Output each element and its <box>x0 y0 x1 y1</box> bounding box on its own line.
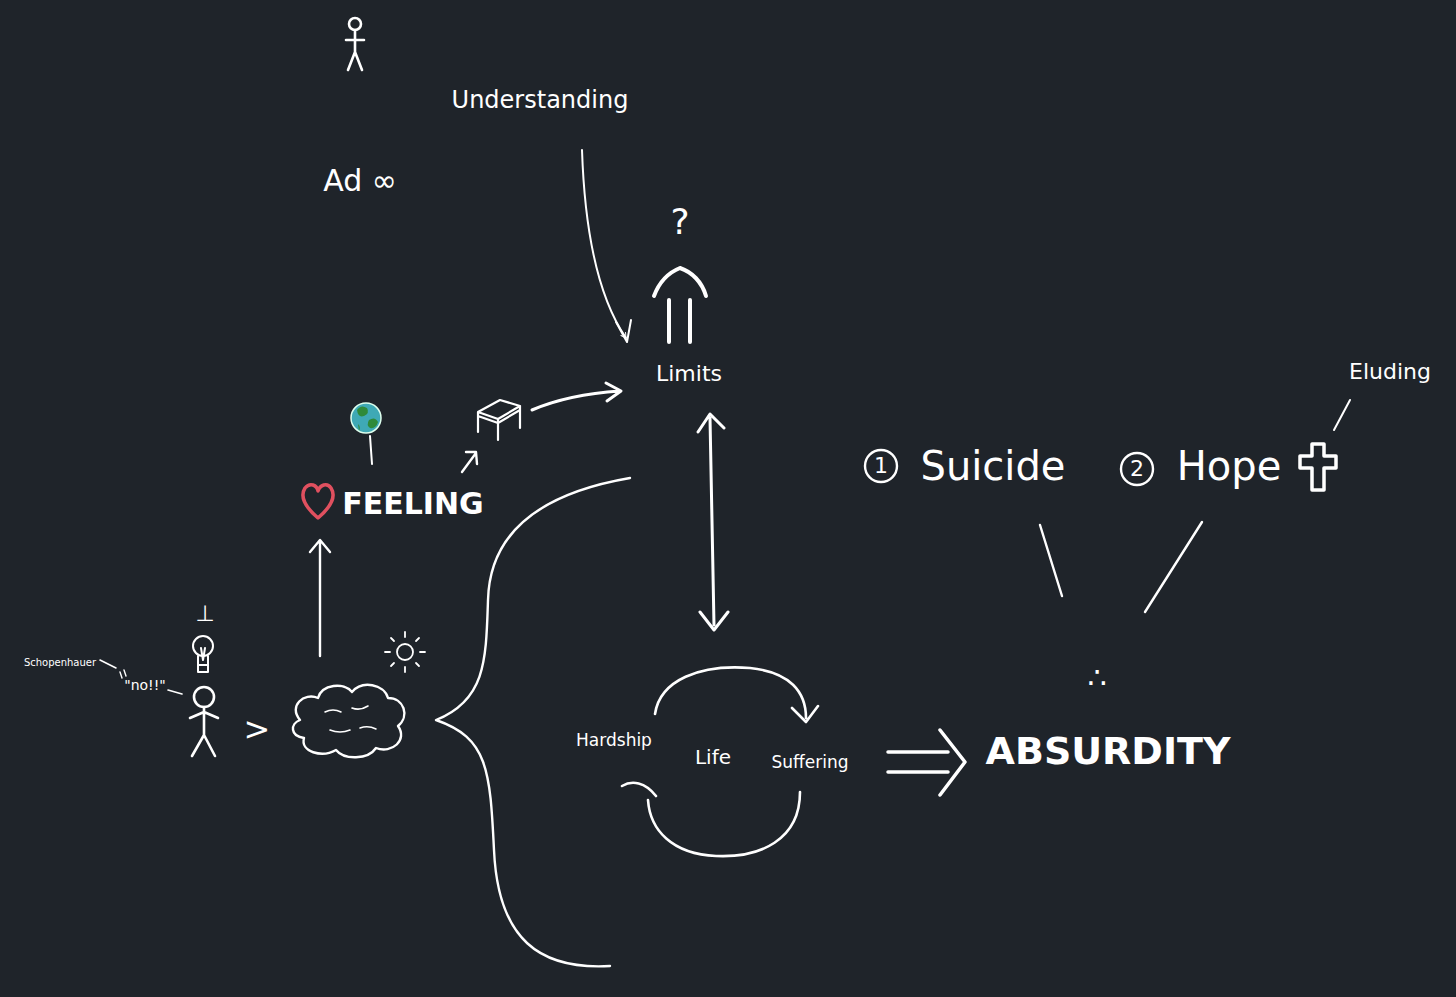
stick-figure <box>190 687 218 756</box>
double-arrow <box>698 414 728 630</box>
concept-label: FEELING <box>342 486 484 521</box>
concept-label: Understanding <box>452 86 629 114</box>
implies-arrow <box>888 730 965 795</box>
name-label: Schopenhauer <box>24 657 96 668</box>
label-holder: ∴ <box>1087 661 1106 694</box>
number-circle: 2 <box>1119 451 1155 487</box>
question-mark: ? <box>670 201 689 242</box>
label-holder: ⊥ <box>195 602 214 626</box>
circle-outline <box>1121 453 1153 485</box>
therefore-sign: ∴ <box>1087 660 1106 695</box>
quote-label: "no!!" <box>124 677 166 693</box>
cycle-arrow <box>622 783 800 856</box>
cycle-label: Suffering <box>771 752 848 772</box>
label-holder: ? <box>670 202 689 242</box>
sun <box>385 632 425 672</box>
callout-number: 1 <box>874 454 888 478</box>
annotation-label: Eluding <box>1349 359 1431 384</box>
label-holder: Suicide <box>921 444 1066 488</box>
table-arrow <box>532 383 621 410</box>
label-holder: Eluding <box>1349 360 1431 384</box>
number-circle: 1 <box>863 448 899 484</box>
label-holder: FEELING <box>342 487 484 520</box>
label-holder: Understanding <box>452 87 629 113</box>
callout-number: 2 <box>1130 457 1144 481</box>
therefore-lines <box>1040 522 1202 612</box>
label-holder: Limits <box>656 362 722 386</box>
label-holder: Schopenhauer <box>24 651 96 670</box>
brace <box>436 478 630 966</box>
label-holder: ABSURDITY <box>986 731 1231 773</box>
comparison-sign: > <box>244 710 271 748</box>
up-arrow <box>654 268 706 342</box>
label-holder: Suffering <box>771 753 848 772</box>
understanding-arrow <box>582 150 626 338</box>
circle-outline <box>865 450 897 482</box>
label-holder: > <box>244 712 271 747</box>
symbol-label: ⊥ <box>195 601 214 626</box>
light-bulb <box>193 636 213 672</box>
table-icon <box>478 400 520 440</box>
label-holder: "no!!" <box>124 675 166 694</box>
cloud <box>293 685 404 757</box>
label-holder: Hope <box>1177 444 1282 488</box>
cycle-label: Life <box>695 745 731 769</box>
cross <box>1300 444 1336 490</box>
option-label: Hope <box>1177 443 1282 489</box>
cycle-arrow <box>655 667 818 722</box>
concept-label: Limits <box>656 361 722 386</box>
globe-icon <box>351 403 381 464</box>
arrow-head <box>616 320 631 342</box>
conclusion-label: ABSURDITY <box>986 729 1231 773</box>
cloud-squiggle <box>325 706 376 732</box>
label-holder: Ad ∞ <box>323 164 397 197</box>
cloud-arrow <box>310 540 330 656</box>
label-holder: Life <box>695 746 731 768</box>
stick-figure <box>346 18 364 70</box>
option-label: Suicide <box>921 443 1066 489</box>
label-holder: Hardship <box>576 731 652 750</box>
cycle-label: Hardship <box>576 730 652 750</box>
leader-line <box>100 660 182 694</box>
infinity-label: Ad ∞ <box>323 163 397 198</box>
feeling-arrow <box>462 452 477 472</box>
leader-line <box>1334 400 1350 430</box>
heart <box>303 485 333 518</box>
